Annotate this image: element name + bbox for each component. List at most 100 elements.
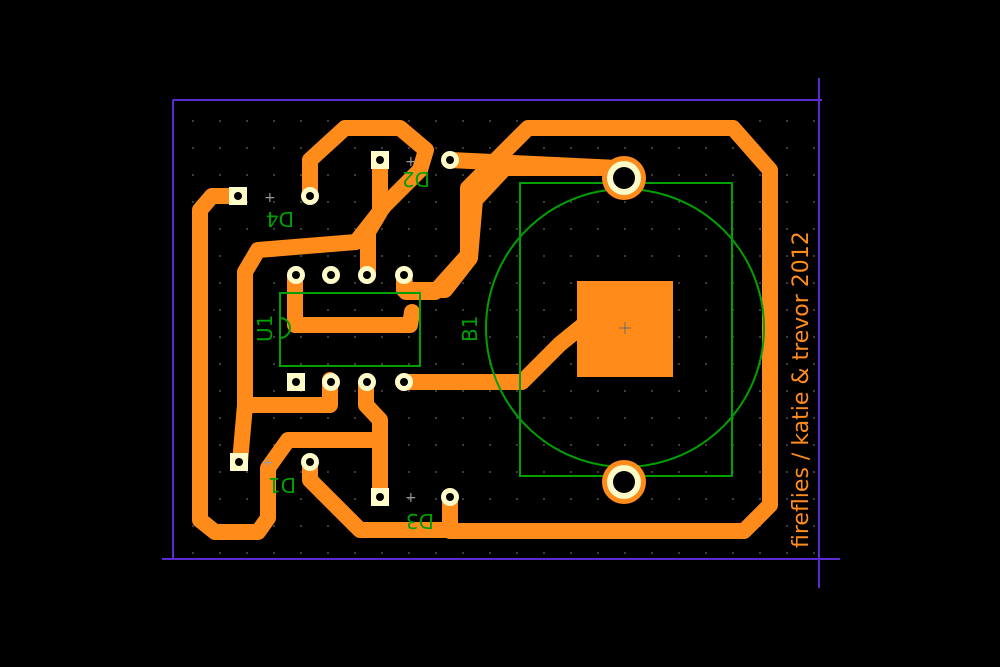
- grid-dot: [516, 417, 518, 419]
- grid-dot: [759, 309, 761, 311]
- grid-dot: [705, 147, 707, 149]
- grid-dot: [516, 390, 518, 392]
- grid-dot: [435, 255, 437, 257]
- grid-dot: [489, 282, 491, 284]
- grid-dot: [192, 174, 194, 176]
- grid-dot: [651, 390, 653, 392]
- d1-pad-anode-hole: [306, 458, 314, 466]
- chip-u1: U1: [253, 292, 421, 367]
- grid-dot: [678, 471, 680, 473]
- grid-dot: [543, 336, 545, 338]
- grid-dot: [624, 444, 626, 446]
- grid-dot: [705, 228, 707, 230]
- grid-dot: [813, 552, 815, 554]
- grid-dot: [678, 498, 680, 500]
- grid-dot: [408, 390, 410, 392]
- grid-dot: [246, 552, 248, 554]
- grid-dot: [705, 498, 707, 500]
- grid-dot: [300, 498, 302, 500]
- trace-u1-mid: [287, 268, 420, 333]
- grid-dot: [543, 471, 545, 473]
- grid-dot: [300, 552, 302, 554]
- grid-dot: [651, 228, 653, 230]
- grid-dot: [570, 147, 572, 149]
- grid-dot: [327, 471, 329, 473]
- grid-dot: [219, 309, 221, 311]
- grid-dot: [597, 498, 599, 500]
- grid-dot: [678, 282, 680, 284]
- grid-dot: [759, 444, 761, 446]
- grid-dot: [786, 390, 788, 392]
- grid-dot: [354, 390, 356, 392]
- grid-dot: [246, 120, 248, 122]
- grid-dot: [759, 201, 761, 203]
- grid-dot: [651, 174, 653, 176]
- grid-dot: [759, 282, 761, 284]
- grid-dot: [759, 498, 761, 500]
- grid-dot: [786, 147, 788, 149]
- grid-dot: [597, 201, 599, 203]
- grid-dot: [570, 552, 572, 554]
- diode-labels: D2 D4 D1 D3 + + + +: [262, 154, 434, 533]
- grid-dot: [381, 309, 383, 311]
- grid-dot: [543, 282, 545, 284]
- grid-dot: [408, 444, 410, 446]
- grid-dot: [219, 255, 221, 257]
- grid-dot: [489, 498, 491, 500]
- grid-dot: [219, 363, 221, 365]
- grid-dot: [408, 471, 410, 473]
- grid-dot: [300, 228, 302, 230]
- grid-dot: [651, 498, 653, 500]
- grid-dot: [597, 228, 599, 230]
- grid-dot: [678, 417, 680, 419]
- grid-dot: [786, 525, 788, 527]
- grid-dot: [705, 309, 707, 311]
- grid-dot: [435, 174, 437, 176]
- grid-dot: [516, 444, 518, 446]
- grid-dot: [597, 417, 599, 419]
- d2-pad-anode-hole: [446, 156, 454, 164]
- grid-dot: [813, 336, 815, 338]
- grid-dot: [732, 174, 734, 176]
- grid-dot: [246, 471, 248, 473]
- grid-dot: [759, 228, 761, 230]
- polarity-d3: +: [405, 490, 417, 506]
- grid-dot: [813, 174, 815, 176]
- grid-dot: [705, 201, 707, 203]
- trace-top-arc: [237, 120, 434, 413]
- grid-dot: [624, 201, 626, 203]
- u1-pin-1-hole: [292, 378, 300, 386]
- grid-dot: [489, 444, 491, 446]
- grid-dot: [435, 417, 437, 419]
- grid-dot: [570, 444, 572, 446]
- grid-dot: [435, 471, 437, 473]
- grid-dot: [354, 228, 356, 230]
- grid-dot: [489, 552, 491, 554]
- grid-dot: [570, 417, 572, 419]
- grid-dot: [813, 525, 815, 527]
- grid-dot: [354, 147, 356, 149]
- grid-dot: [192, 120, 194, 122]
- grid-dot: [273, 525, 275, 527]
- grid-dot: [192, 201, 194, 203]
- grid-dot: [786, 363, 788, 365]
- grid-dot: [570, 228, 572, 230]
- grid-dot: [408, 228, 410, 230]
- grid-dot: [489, 147, 491, 149]
- grid-dot: [813, 147, 815, 149]
- grid-dot: [300, 363, 302, 365]
- grid-dot: [786, 228, 788, 230]
- grid-dot: [678, 174, 680, 176]
- grid-dot: [705, 444, 707, 446]
- grid-dot: [354, 174, 356, 176]
- grid-dot: [624, 390, 626, 392]
- grid-dot: [462, 120, 464, 122]
- grid-dot: [813, 228, 815, 230]
- grid-dot: [705, 363, 707, 365]
- battery-mount-bottom-hole: [613, 471, 635, 493]
- grid-dot: [381, 363, 383, 365]
- grid-dot: [408, 120, 410, 122]
- grid-dot: [381, 390, 383, 392]
- grid-dot: [219, 498, 221, 500]
- grid-dot: [759, 552, 761, 554]
